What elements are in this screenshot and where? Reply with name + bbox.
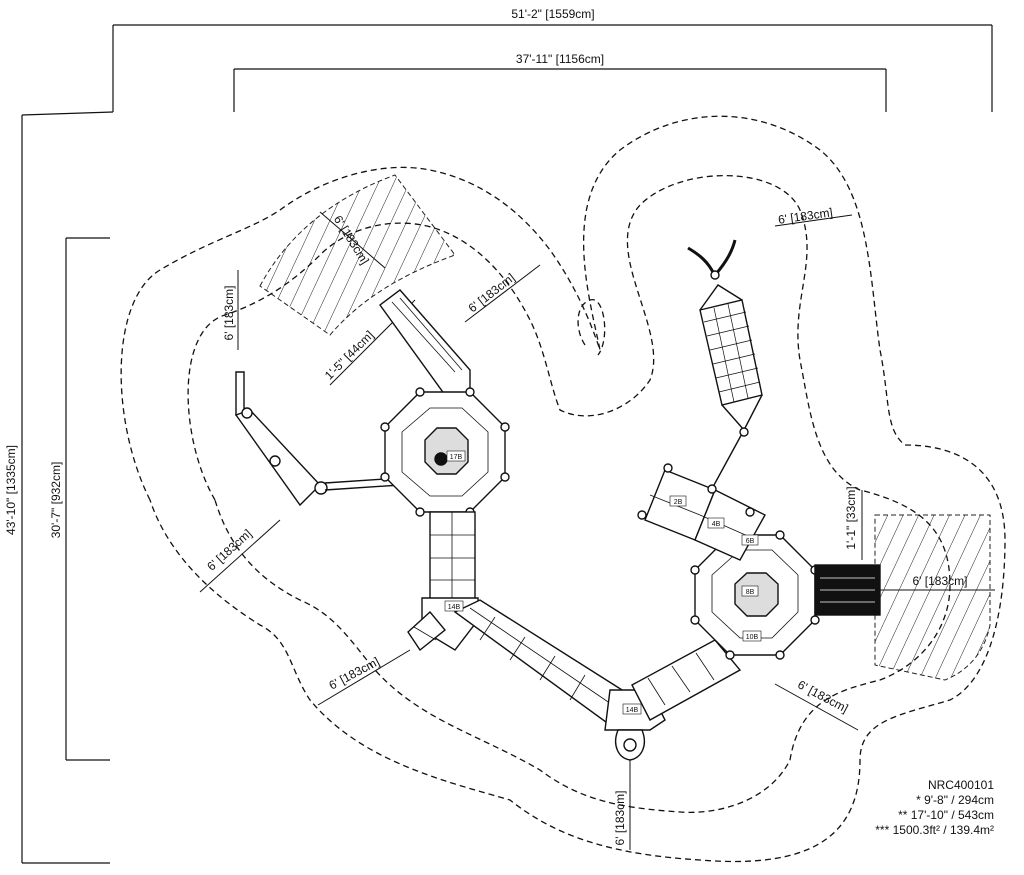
deck-label-6b: 6B (746, 538, 755, 545)
tunnel-right (814, 564, 881, 616)
deck-label-17b: 17B (450, 454, 463, 461)
model-number: NRC400101 (927, 778, 994, 792)
dimension-lines (21, 24, 993, 864)
climbing-ladder-left (234, 371, 401, 507)
legend-line-height: * 9'-8" / 294cm (916, 793, 994, 807)
zone-bottom-right-label: 6' [183cm] (795, 677, 850, 715)
zone-bottom-left-label: 6' [183cm] (327, 654, 382, 692)
inner-width-label: 37'-11" [1156cm] (516, 52, 604, 66)
hatched-zones (259, 174, 991, 681)
zone-bottom-label: 6' [183cm] (613, 791, 627, 846)
model-legend: NRC400101 * 9'-8" / 294cm ** 17'-10" / 5… (875, 778, 994, 838)
bridge-diagonal (453, 599, 631, 726)
deck-label-8b: 8B (746, 589, 755, 596)
deck-label-4b: 4B (712, 521, 721, 528)
overall-height-label: 43'-10" [1335cm] (4, 445, 18, 535)
overall-width-label: 51'-2" [1559cm] (511, 7, 594, 21)
deck-label-2b: 2B (674, 499, 683, 506)
inner-height-label: 30'-7" [932cm] (49, 462, 63, 539)
legend-line-area: *** 1500.3ft² / 139.4m² (875, 823, 994, 837)
deck-label-14b-left: 14B (448, 604, 461, 611)
cargo-net-climber (687, 239, 763, 486)
zone-dimension-lines (199, 211, 995, 850)
tube-slide (379, 289, 471, 396)
deck-label-10b: 10B (746, 634, 759, 641)
decks-upper-right (637, 463, 766, 561)
zone-top-right-label: 6' [183cm] (777, 205, 833, 227)
tower-octagon-upper (380, 387, 510, 517)
slide-width-label: 1'-5" [44cm] (322, 328, 377, 383)
bridge-right (631, 639, 742, 721)
zone-slide-top-label: 6' [183cm] (466, 270, 518, 315)
bridge-vertical (429, 511, 476, 603)
deck-label-group: 17B 2B 4B 6B 8B 10B 14B 14B (444, 450, 762, 715)
right-gap-label: 1'-1" [33cm] (844, 486, 858, 549)
zone-right-label: 6' [183cm] (913, 574, 968, 588)
use-zone-boundaries (120, 115, 1006, 863)
legend-line-length: ** 17'-10" / 543cm (898, 808, 994, 822)
deck-label-14b-bottom: 14B (626, 707, 639, 714)
zone-left-top-label: 6' [183cm] (222, 286, 236, 341)
